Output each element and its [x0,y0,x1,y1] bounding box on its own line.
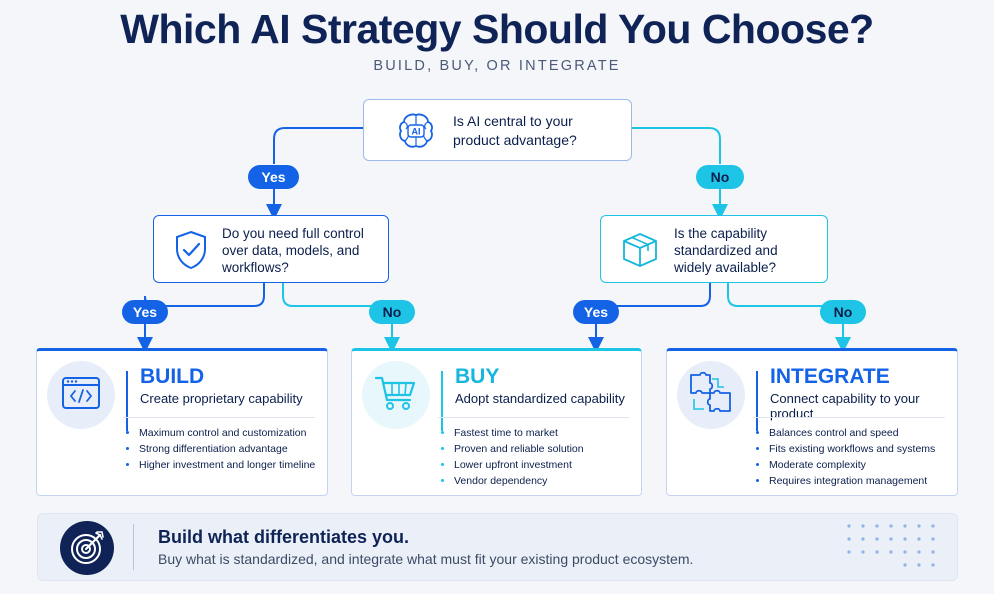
svg-text:AI: AI [412,127,421,137]
answer-right-no: No [820,300,866,324]
list-item: Proven and reliable solution [454,441,584,457]
decorative-dot [875,524,879,528]
page-title: Which AI Strategy Should You Choose? [120,6,874,52]
decorative-dots [847,524,935,567]
decorative-dot [917,563,921,567]
card-integrate-title: INTEGRATE [770,365,890,388]
decorative-dot [875,550,879,554]
banner-divider [133,524,134,570]
list-item: Higher investment and longer timeline [139,457,315,473]
takeaway-headline: Build what differentiates you. [158,527,410,547]
card-integrate-icon-circle [677,361,745,429]
card-build-subtitle: Create proprietary capability [140,391,303,406]
left-question-box: Do you need full control over data, mode… [153,215,389,283]
decorative-dot [847,537,851,541]
card-buy-title: BUY [455,365,500,388]
left-question-text: Do you need full control over data, mode… [222,226,364,275]
top-question-text: Is AI central to your product advantage? [453,113,577,148]
decorative-dot [931,550,935,554]
list-item: Requires integration management [769,473,935,489]
list-item: Moderate complexity [769,457,935,473]
decorative-dot [861,537,865,541]
card-integrate-accent [756,371,758,431]
decorative-dot [931,524,935,528]
card-build-title: BUILD [140,365,205,388]
card-build: BUILD Create proprietary capability Maxi… [36,348,328,496]
decorative-dot [903,524,907,528]
shopping-cart-icon [374,373,418,418]
answer-right-yes: Yes [573,300,619,324]
card-build-bullets: Maximum control and customization Strong… [123,425,315,473]
decorative-dot [889,524,893,528]
connector-top-yes [273,127,363,164]
answer-left-yes: Yes [122,300,168,324]
card-integrate-divider [753,417,945,418]
decorative-dot [903,563,907,567]
answer-left-no: No [369,300,415,324]
decorative-dot [931,563,935,567]
card-buy-accent [441,371,443,431]
list-item: Maximum control and customization [139,425,315,441]
card-buy-divider [438,417,629,418]
decorative-dot [917,537,921,541]
card-buy: BUY Adopt standardized capability Fastes… [351,348,642,496]
answer-top-yes: Yes [248,165,299,189]
takeaway-banner [37,513,958,581]
ai-brain-icon: AI [394,109,438,153]
decorative-dot [889,537,893,541]
decorative-dot [917,524,921,528]
shield-check-icon [171,228,211,272]
right-question-box: Is the capability standardized and widel… [600,215,828,283]
card-integrate: INTEGRATE Connect capability to your pro… [666,348,958,496]
decorative-dot [861,550,865,554]
decorative-dot [889,550,893,554]
page-subtitle: BUILD, BUY, OR INTEGRATE [373,58,621,74]
card-integrate-bullets: Balances control and speed Fits existing… [753,425,935,489]
decorative-dot [861,524,865,528]
card-build-divider [123,417,315,418]
card-buy-icon-circle [362,361,430,429]
takeaway-text: Buy what is standardized, and integrate … [158,551,694,567]
box-icon [619,229,661,271]
list-item: Balances control and speed [769,425,935,441]
list-item: Vendor dependency [454,473,584,489]
decorative-dot [917,550,921,554]
decorative-dot [875,537,879,541]
top-question-box: AI Is AI central to your product advanta… [363,99,632,161]
card-build-icon-circle [47,361,115,429]
decorative-dot [903,550,907,554]
code-window-icon [61,376,101,415]
right-question-text: Is the capability standardized and widel… [674,226,778,275]
list-item: Fits existing workflows and systems [769,441,935,457]
answer-top-no: No [696,165,744,189]
card-build-accent [126,371,128,431]
decorative-dot [903,537,907,541]
list-item: Fastest time to market [454,425,584,441]
decorative-dot [931,537,935,541]
decorative-dot [847,550,851,554]
card-buy-bullets: Fastest time to market Proven and reliab… [438,425,584,489]
puzzle-icon [688,371,734,420]
list-item: Strong differentiation advantage [139,441,315,457]
list-item: Lower upfront investment [454,457,584,473]
card-buy-subtitle: Adopt standardized capability [455,391,625,406]
decorative-dot [847,524,851,528]
target-icon [60,521,114,575]
connector-top-no [632,127,721,164]
